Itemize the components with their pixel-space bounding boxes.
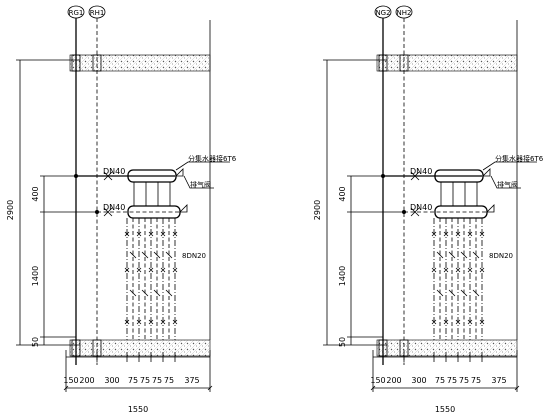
manifold-note: 分集水器接6T6 [495, 154, 544, 163]
supply-pipe-size: DN40 [410, 167, 432, 176]
svg-text:375: 375 [491, 376, 506, 385]
top-slab [376, 54, 518, 72]
svg-text:75: 75 [140, 376, 150, 385]
svg-text:75: 75 [447, 376, 457, 385]
return-pipe-size: DN40 [103, 203, 125, 212]
manifold-note: 分集水器接6T6 [188, 154, 237, 163]
svg-text:200: 200 [386, 376, 401, 385]
svg-text:75: 75 [164, 376, 174, 385]
svg-text:150: 150 [370, 376, 385, 385]
svg-text:2900: 2900 [313, 200, 322, 220]
svg-text:2900: 2900 [6, 200, 15, 220]
svg-text:NG2: NG2 [375, 9, 390, 17]
svg-text:75: 75 [128, 376, 138, 385]
svg-text:75: 75 [459, 376, 469, 385]
svg-text:1550: 1550 [435, 405, 455, 414]
bottom-slab [376, 339, 518, 357]
bottom-slab [69, 339, 211, 357]
branch-loops [126, 182, 176, 340]
svg-text:375: 375 [184, 376, 199, 385]
branch-valves [431, 231, 485, 325]
svg-text:300: 300 [104, 376, 119, 385]
vertical-dimensions: 2900 400 1400 50 [313, 59, 404, 347]
svg-text:RH1: RH1 [90, 9, 105, 17]
riser-label-left-2: RH1 [88, 5, 106, 19]
horizontal-dimensions: 150 200 300 75 75 75 75 375 1550 [370, 350, 520, 414]
vertical-dimensions: 2900 400 1400 50 [6, 59, 97, 347]
riser-label-right-1: NG2 [374, 5, 392, 19]
branch-pipe-size: 8DN20 [489, 252, 513, 260]
svg-text:75: 75 [435, 376, 445, 385]
svg-text:1550: 1550 [128, 405, 148, 414]
horizontal-dimensions: 150 200 300 75 75 75 75 375 1550 [63, 350, 213, 414]
svg-text:300: 300 [411, 376, 426, 385]
riser-label-right-2: NH2 [395, 5, 413, 19]
vent-note: 排气阀 [497, 180, 518, 189]
riser-label-left-1: RG1 [67, 5, 85, 19]
branch-valves [124, 231, 178, 325]
svg-text:150: 150 [63, 376, 78, 385]
return-pipe-size: DN40 [410, 203, 432, 212]
vent-note: 排气阀 [190, 180, 211, 189]
svg-text:NH2: NH2 [397, 9, 412, 17]
svg-text:400: 400 [31, 186, 40, 201]
svg-text:1400: 1400 [31, 266, 40, 286]
top-slab [69, 54, 211, 72]
branch-loops [433, 182, 483, 340]
supply-pipe-size: DN40 [103, 167, 125, 176]
left-panel: RG1 RH1 DN40 DN40 [6, 5, 237, 414]
svg-text:50: 50 [338, 337, 347, 347]
svg-text:400: 400 [338, 186, 347, 201]
right-panel: NG2 NH2 DN40 DN40 分集水器接6T6 排气阀 [313, 5, 544, 414]
svg-text:50: 50 [31, 337, 40, 347]
svg-text:1400: 1400 [338, 266, 347, 286]
svg-text:RG1: RG1 [69, 9, 84, 17]
svg-text:200: 200 [79, 376, 94, 385]
branch-pipe-size: 8DN20 [182, 252, 206, 260]
svg-text:75: 75 [471, 376, 481, 385]
svg-text:75: 75 [152, 376, 162, 385]
